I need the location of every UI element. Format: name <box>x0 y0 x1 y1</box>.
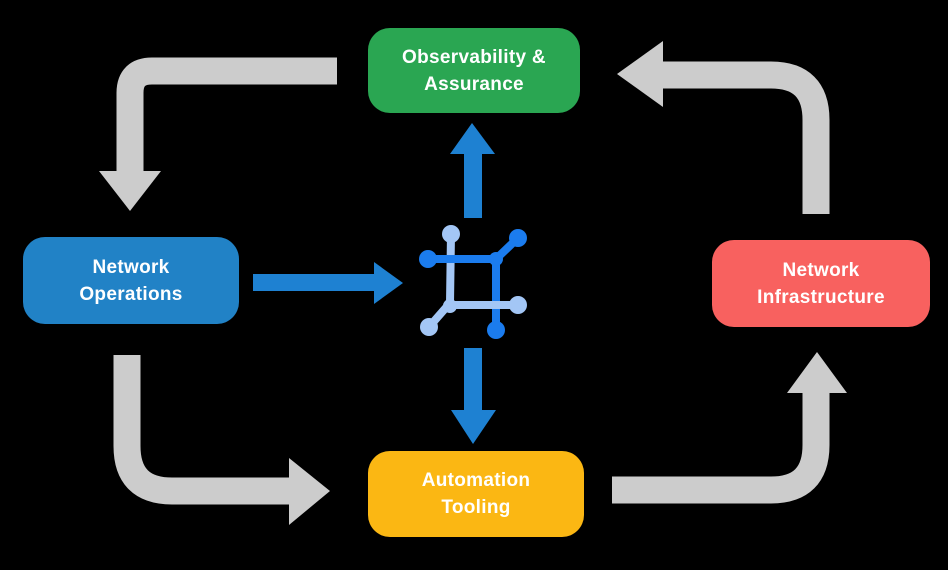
node-label-line: Observability & <box>402 46 546 68</box>
node-label-line: Automation <box>421 470 531 491</box>
arrow-observability-to-operations <box>99 57 337 211</box>
node-network-operations: Network Operations <box>23 237 239 324</box>
arrow-infrastructure-to-observability <box>617 41 830 214</box>
node-automation-tooling: Automation Tooling <box>368 451 584 537</box>
node-label-line: Assurance <box>424 73 524 95</box>
node-label-line: Network <box>92 256 170 278</box>
node-network-infrastructure: Network Infrastructure <box>712 240 930 327</box>
node-label-line: Operations <box>79 283 183 305</box>
arrow-automation-to-infrastructure <box>612 352 847 504</box>
arrow-operations-to-icon <box>253 262 403 304</box>
node-label-line: Infrastructure <box>757 286 885 308</box>
node-label-line: Tooling <box>441 497 511 518</box>
arrow-icon-to-automation <box>451 348 496 444</box>
arrow-icon-to-observability <box>450 123 495 218</box>
network-automation-icon <box>419 225 527 339</box>
arrow-operations-to-automation <box>113 355 330 525</box>
node-observability-assurance: Observability & Assurance <box>368 28 580 113</box>
node-label-line: Network <box>782 259 860 281</box>
